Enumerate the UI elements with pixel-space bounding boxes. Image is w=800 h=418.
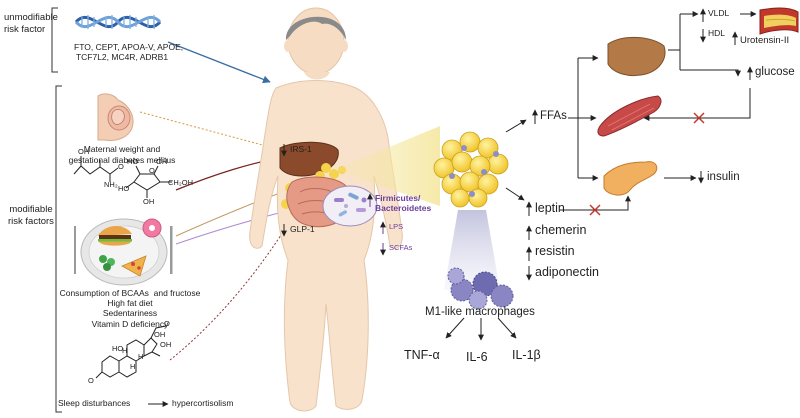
arrow-to-adipokines [505,187,525,201]
leptin-inhibition-x-icon [589,204,601,216]
arrow-il1 [497,317,517,339]
leptin-pancreas-link [560,195,631,211]
fructose-ho2-label: HO [127,157,139,166]
hdl-label: HDL [708,28,726,38]
glucose-label: glucose [755,66,795,78]
fructose-ch2oh-label: CH₂OH [168,178,193,187]
scfas-label: SCFAs [389,243,413,252]
cortisol-structure [95,325,167,379]
cortisol-o4-label: O [88,376,94,385]
hypercortisolism-label: hypercortisolism [172,398,234,408]
cortisol-oh-label: OH [160,340,172,349]
chemerin-label: chemerin [535,223,587,237]
ffas-branch [568,58,579,178]
vldl-label: VLDL [708,8,730,18]
inhibition-x-icon [693,112,705,124]
cortisol-ho-label: HO [112,344,124,353]
macrophages-label: M1-like macrophages [425,306,535,318]
consumption-label: Consumption of BCAAs and fructose High f… [59,288,201,329]
leucine-nh2-label: NH₂ [104,180,118,189]
leucine-structure [73,156,119,182]
irs1-label: IRS-1 [290,144,312,154]
dna-icon [74,15,162,29]
unmodifiable-bracket [51,7,58,73]
liver-right-organ [607,37,666,77]
pancreas-icon [603,161,658,196]
arrow-to-glucose [680,69,741,77]
leucine-o-label: O [118,162,124,171]
cortisol-h3-label: H [122,346,128,355]
glucose-muscle-link [643,88,751,121]
cortisol-h2-label: H [138,352,144,361]
ffas-label: FFAs [540,110,567,122]
modifiable-bracket [55,85,62,413]
blood-vessel-icon [759,7,799,35]
maternal-label: Maternal weight and gestational diabetes… [68,144,176,165]
sleep-label: Sleep disturbances [58,398,131,408]
arrow-to-ffas [505,119,527,133]
adiponectin-label: adiponectin [535,265,599,279]
microbiota-bubble [322,185,378,227]
glp1-label: GLP-1 [290,224,315,234]
fructose-oh-label: OH [156,157,168,166]
food-plate-icon [74,218,173,286]
tnf-label: TNF-α [404,348,440,362]
gene-list: FTO, CEPT, APOA-V, APOE, TCF7L2, MC4R, A… [74,42,184,63]
il1-label: IL-1β [512,348,541,362]
fructose-oh3-label: OH [143,197,155,206]
fructose-structure [125,165,172,198]
muscle-icon [597,95,662,137]
pregnancy-icon [97,93,134,141]
insulin-label: insulin [707,171,740,183]
lps-label: LPS [389,222,404,231]
leucine-oh-label: OH [78,147,90,156]
adipose-beam [334,126,440,206]
modifiable-risk-label: modifiable risk factors [8,204,54,227]
resistin-label: resistin [535,244,575,258]
unmodifiable-risk-label: unmodifiable risk factor [4,12,58,35]
urotensin-label: Urotensin-II [740,35,790,46]
il6-label: IL-6 [466,350,488,364]
fructose-ho-label: HO [118,184,130,193]
fructose-ring-o-label: O [149,166,155,175]
cortisol-oh4-label: OH [154,330,166,339]
arrow-genes [167,41,271,84]
firmicutes-label: Firmicutes/ Bacteroidetes [375,193,432,213]
adipose-tissue [433,131,509,208]
leptin-label: leptin [535,201,565,215]
macrophage-cells [447,267,514,310]
arrow-tnf [445,317,465,339]
liver-branch [668,14,681,70]
cortisol-h1-label: H [130,362,136,371]
cortisol-o-label: O [164,319,170,328]
